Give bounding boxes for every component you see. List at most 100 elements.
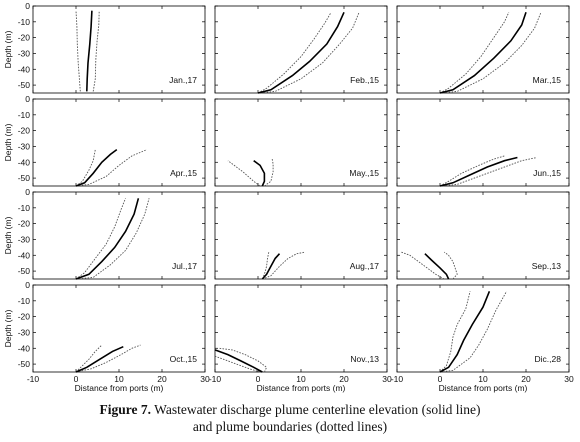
x-tick-label: -10 (391, 374, 404, 384)
y-axis-title: Depth (m) (3, 216, 13, 254)
plume-centerline (257, 11, 345, 94)
x-tick-label: 20 (157, 374, 167, 384)
x-tick-label: 20 (521, 374, 531, 384)
plume-upper-boundary (75, 149, 148, 187)
plume-upper-boundary (75, 198, 150, 280)
plume-upper-boundary (439, 157, 537, 187)
x-tick-label: 30 (564, 374, 574, 384)
x-tick-label: 10 (114, 374, 124, 384)
plume-upper-boundary (219, 347, 268, 373)
y-tick-label: -30 (18, 141, 31, 151)
plume-lower-boundary (75, 10, 81, 92)
caption-line-2: and plume boundaries (dotted lines) (192, 419, 388, 434)
panel-11: Nov.,13 (214, 284, 388, 373)
panel-label: Mar.,15 (533, 75, 562, 85)
panel-label: Jan.,17 (169, 75, 197, 85)
x-tick-label: 10 (478, 374, 488, 384)
plume-lower-boundary (439, 12, 510, 94)
plume-lower-boundary (227, 160, 261, 187)
plume-centerline (75, 345, 124, 373)
plume-upper-boundary (264, 159, 274, 187)
panel-label: Sep.,13 (532, 261, 562, 271)
plume-upper-boundary (439, 291, 507, 373)
plume-lower-boundary (75, 344, 103, 373)
caption-line-1: Figure 7. Wastewater discharge plume cen… (0, 401, 580, 418)
panel-5: May.,15 (214, 98, 388, 187)
x-tick-label: 30 (382, 374, 392, 384)
plume-centerline (75, 148, 118, 187)
y-axis-title: Depth (m) (3, 309, 13, 347)
y-tick-label: 0 (25, 1, 30, 11)
y-tick-label: -50 (18, 359, 31, 369)
plume-centerline (439, 156, 518, 187)
panel-4: Apr.,15 (32, 98, 206, 187)
x-tick-label: 20 (339, 374, 349, 384)
panel-3: Mar.,15 (396, 5, 570, 94)
plume-lower-boundary (439, 155, 505, 187)
plume-upper-boundary (262, 251, 306, 280)
y-tick-label: -50 (18, 266, 31, 276)
plume-upper-boundary (439, 12, 542, 94)
x-tick-label: 30 (200, 374, 210, 384)
x-axis-title: Distance from ports (m) (75, 383, 164, 393)
y-tick-label: -50 (18, 173, 31, 183)
plume-centerline (253, 160, 266, 187)
plume-centerline (214, 349, 263, 373)
figure-caption: Figure 7. Wastewater discharge plume cen… (0, 401, 580, 435)
panel-label: Nov.,13 (350, 354, 379, 364)
plume-lower-boundary (75, 198, 126, 280)
plume-upper-boundary (92, 10, 100, 92)
panel-10: Oct.,15 (32, 284, 206, 373)
x-tick-label: 0 (438, 374, 443, 384)
x-tick-label: 10 (296, 374, 306, 384)
y-tick-label: -30 (18, 327, 31, 337)
y-tick-label: -40 (18, 157, 31, 167)
panel-label: Jun.,15 (533, 168, 561, 178)
plume-lower-boundary (261, 252, 270, 280)
y-tick-label: -40 (18, 64, 31, 74)
y-tick-label: -10 (18, 17, 31, 27)
plume-centerline (424, 253, 450, 280)
panel-label: Dic.,28 (535, 354, 562, 364)
x-tick-label: 0 (74, 374, 79, 384)
panel-1: Jan.,17 (32, 5, 206, 94)
panel-12: Dic.,28 (396, 284, 570, 373)
caption-text-1: Wastewater discharge plume centerline el… (154, 402, 481, 417)
caption-figure-label: Figure 7. (99, 402, 152, 417)
x-tick-label: 0 (256, 374, 261, 384)
plume-centerline (439, 290, 491, 373)
panel-label: Jul.,17 (172, 261, 197, 271)
plume-upper-boundary (257, 12, 360, 94)
plume-centerline (75, 198, 140, 280)
y-tick-label: -20 (18, 126, 31, 136)
y-tick-label: -20 (18, 312, 31, 322)
y-tick-label: -10 (18, 203, 31, 213)
y-tick-label: 0 (25, 187, 30, 197)
panel-label: May.,15 (349, 168, 379, 178)
plume-lower-boundary (214, 355, 261, 373)
plume-centerline (261, 253, 281, 280)
y-tick-label: -30 (18, 48, 31, 58)
y-tick-label: -40 (18, 250, 31, 260)
y-axis-title: Depth (m) (3, 123, 13, 161)
panel-label: Feb.,15 (350, 75, 379, 85)
panel-8: Aug.,17 (214, 191, 388, 280)
panel-6: Jun.,15 (396, 98, 570, 187)
x-tick-label: -10 (209, 374, 222, 384)
y-tick-label: -10 (18, 296, 31, 306)
x-axis-title: Distance from ports (m) (439, 383, 528, 393)
x-tick-label: -10 (27, 374, 40, 384)
y-tick-label: -30 (18, 234, 31, 244)
panel-label: Oct.,15 (170, 354, 198, 364)
plume-upper-boundary (75, 344, 141, 373)
x-axis-title: Distance from ports (m) (257, 383, 346, 393)
y-tick-label: -20 (18, 33, 31, 43)
panel-7: Jul.,17 (32, 191, 206, 280)
panel-9: Sep.,13 (396, 191, 570, 280)
plume-lower-boundary (257, 12, 332, 94)
plume-centerline (86, 10, 93, 92)
panel-label: Aug.,17 (350, 261, 380, 271)
y-tick-label: -50 (18, 80, 31, 90)
